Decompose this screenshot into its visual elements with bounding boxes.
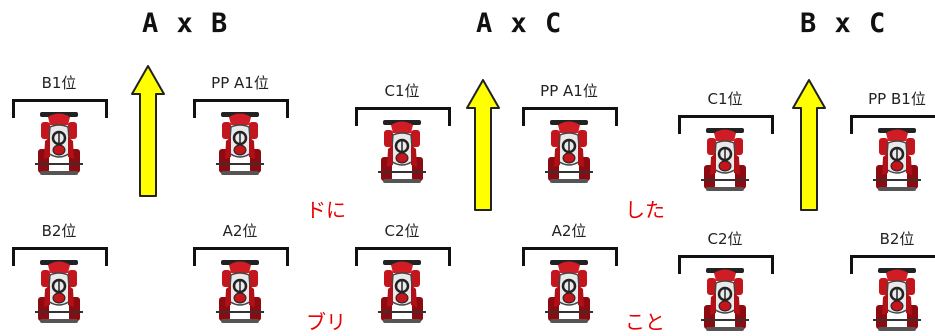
grid-panel-b-x-c: C1位 PP B1位 C2位 B2位	[664, 48, 935, 332]
position-label: PP A1位	[540, 82, 598, 100]
kart-icon	[870, 261, 924, 336]
bg-text-4: こと	[625, 310, 665, 334]
position-label: B1位	[41, 74, 77, 92]
grid-panel-a-x-c: C1位 PP A1位 C2位 A2位	[345, 48, 622, 332]
grid-bracket	[678, 255, 774, 274]
kart-icon	[213, 253, 267, 328]
bg-text-1: ドに	[306, 198, 346, 222]
position-label: PP B1位	[868, 90, 926, 108]
grid-bracket	[850, 255, 935, 274]
grid-bracket	[522, 247, 618, 266]
grid-bracket	[193, 99, 289, 118]
grid-panel-a-x-b: B1位 PP A1位 B2位 A2位	[0, 48, 300, 332]
bg-text-2: した	[625, 198, 665, 222]
grid-bracket	[850, 115, 935, 134]
kart-icon	[32, 253, 86, 328]
heading-a-x-c: A x C	[476, 8, 563, 39]
kart-icon	[542, 113, 596, 188]
up-arrow-icon	[791, 78, 827, 213]
position-label: B2位	[41, 222, 77, 240]
kart-icon	[375, 113, 429, 188]
kart-icon	[698, 261, 752, 336]
position-label: A2位	[551, 222, 587, 240]
up-arrow-icon	[465, 78, 501, 213]
heading-a-x-b: A x B	[142, 8, 229, 39]
kart-icon	[213, 105, 267, 180]
grid-bracket	[355, 247, 451, 266]
position-label: B2位	[879, 230, 915, 248]
kart-icon	[542, 253, 596, 328]
position-label: C2位	[384, 222, 420, 240]
kart-icon	[32, 105, 86, 180]
position-label: PP A1位	[211, 74, 269, 92]
bg-text-3: ブリ	[306, 310, 346, 334]
position-label: A2位	[222, 222, 258, 240]
grid-bracket	[12, 247, 108, 266]
grid-bracket	[193, 247, 289, 266]
position-label: C1位	[384, 82, 420, 100]
grid-bracket	[678, 115, 774, 134]
up-arrow-icon	[130, 64, 166, 199]
kart-icon	[375, 253, 429, 328]
heading-b-x-c: B x C	[800, 8, 887, 39]
position-label: C1位	[707, 90, 743, 108]
position-label: C2位	[707, 230, 743, 248]
grid-bracket	[12, 99, 108, 118]
kart-icon	[698, 121, 752, 196]
grid-bracket	[522, 107, 618, 126]
kart-icon	[870, 121, 924, 196]
grid-bracket	[355, 107, 451, 126]
